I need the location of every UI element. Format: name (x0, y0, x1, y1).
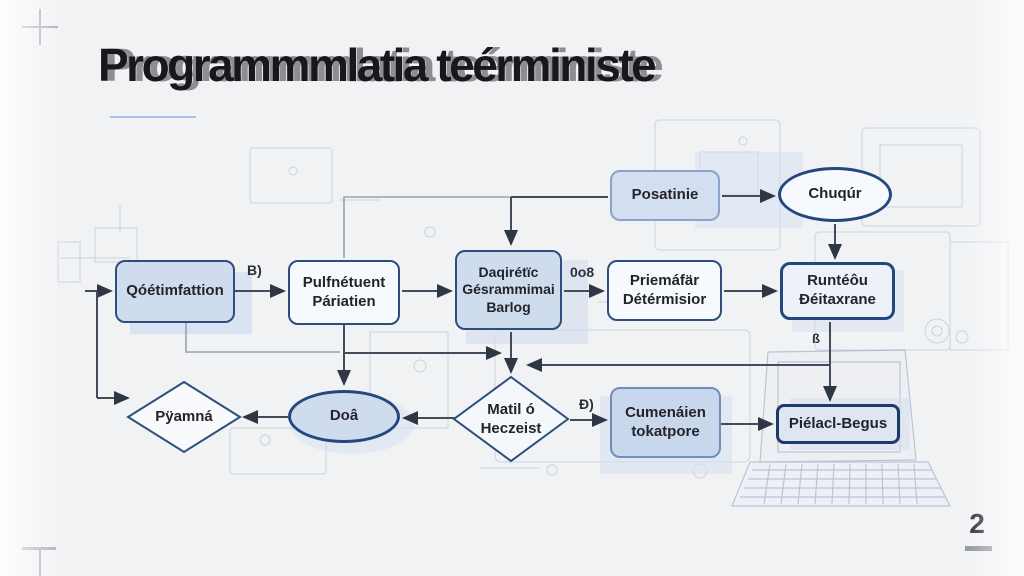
edge-label-noe: 0o8 (570, 264, 595, 280)
node-priemafar: Priemáfär Détérmisior (607, 260, 722, 321)
crop-mark-top-left-v (39, 9, 41, 45)
node-chuqur: Chuqúr (778, 167, 892, 222)
node-runteou: Runtéôu Đéitaxrane (780, 262, 895, 320)
edge-label-d: Đ) (579, 396, 594, 412)
node-posatinie: Posatinie (610, 170, 720, 221)
title-text: Programmmlatia teérministe (98, 39, 657, 91)
edge-label-ss: ß (812, 331, 820, 346)
node-doa: Doâ (288, 390, 400, 443)
page-title: Programmmlatia teérministe Programmmlati… (98, 38, 858, 98)
page-number: 2 (969, 508, 985, 539)
title-underline (110, 116, 196, 118)
label-matil: Matil ó Heczeist (480, 401, 542, 437)
node-qoetimfattion: Qóétimfattion (115, 260, 235, 323)
node-cumenaien: Cumenáien tokatpore (610, 387, 721, 458)
node-pulfnetuent: Pulfnétuent Páriatien (288, 260, 400, 325)
node-pielacl: Piélacl-Begus (776, 404, 900, 444)
crop-mark-bottom-left-v (39, 549, 41, 576)
edge-label-b: B) (247, 262, 262, 278)
node-daqiretic: Daqirétïc Gésrammimai Barlog (455, 250, 562, 330)
label-pyama: Pÿamná (155, 407, 213, 425)
page-number-underline (965, 546, 992, 551)
gear-icon (924, 318, 950, 344)
